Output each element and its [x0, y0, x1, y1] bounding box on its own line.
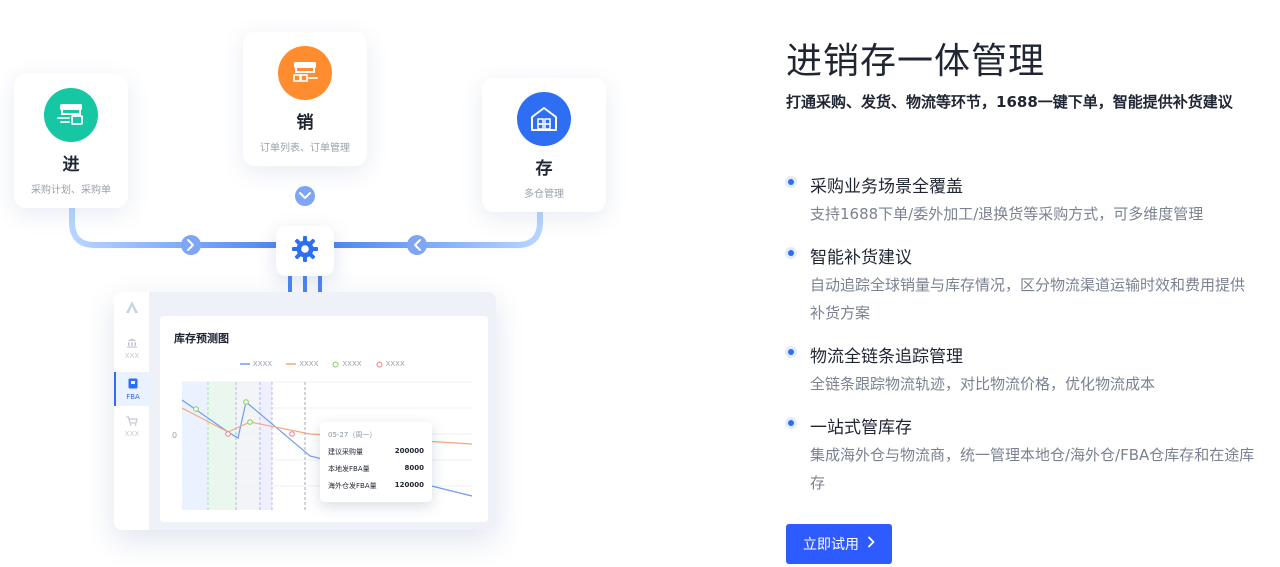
tooltip-label: 建议采购量 — [328, 448, 363, 456]
feature-title: 物流全链条追踪管理 — [810, 347, 963, 367]
card-title: 存 — [535, 159, 553, 179]
card-title: 销 — [296, 113, 314, 133]
feature-title: 采购业务场景全覆盖 — [810, 177, 963, 197]
fba-icon — [128, 378, 138, 391]
bank-icon — [126, 338, 138, 350]
tooltip-label: 海外仓发FBA量 — [328, 482, 377, 490]
bullet-dot — [788, 420, 794, 426]
dashboard-sidebar: XXX FBA XXX — [114, 292, 150, 530]
warehouse-icon — [517, 92, 571, 146]
sidebar-item-label: XXX — [124, 430, 140, 438]
dashboard-main: 0 库存预测图 XXXX XXXX XXXX — [150, 292, 496, 530]
sidebar-item-xxx-1[interactable]: XXX — [114, 338, 150, 360]
dashboard-preview: XXX FBA XXX — [114, 292, 496, 530]
feature-desc: 集成海外仓与物流商，统一管理本地仓/海外仓/FBA仓库存和在途库存 — [810, 446, 1255, 492]
legend-label: XXXX — [299, 360, 319, 368]
page-title: 进销存一体管理 — [786, 41, 1046, 82]
try-now-button[interactable]: 立即试用 — [786, 524, 892, 564]
arrow-node-right — [407, 235, 427, 255]
tooltip-value: 200000 — [394, 447, 424, 455]
tooltip-date: 05-27（周一） — [328, 431, 377, 439]
logo-icon — [114, 300, 150, 316]
flow-connectors — [69, 163, 543, 294]
tooltip-row: 海外仓发FBA量 120000 — [328, 481, 424, 491]
inventory-forecast-chart: 0 库存预测图 XXXX XXXX XXXX — [160, 316, 488, 522]
card-inventory: 存 多仓管理 — [482, 78, 606, 212]
arrow-node-down — [295, 186, 315, 206]
tooltip-value: 120000 — [394, 481, 424, 489]
tooltip-value: 8000 — [404, 464, 424, 472]
feature-desc: 全链条跟踪物流轨迹，对比物流价格，优化物流成本 — [810, 375, 1156, 393]
feature-desc: 自动追踪全球销量与库存情况，区分物流渠道运输时效和费用提供补货方案 — [810, 276, 1246, 322]
storefront-icon — [44, 88, 98, 142]
card-title: 进 — [62, 155, 80, 175]
chart-legend: XXXX XXXX XXXX XXXX — [240, 360, 405, 368]
sidebar-item-fba[interactable]: FBA — [114, 372, 150, 406]
feature-desc: 支持1688下单/委外加工/退换货等采购方式，可多维度管理 — [810, 205, 1204, 223]
legend-label: XXXX — [253, 360, 273, 368]
try-now-label: 立即试用 — [803, 537, 859, 553]
arrow-node-left — [181, 235, 201, 255]
feature-title: 智能补货建议 — [810, 248, 912, 268]
chart-tooltip: 05-27（周一） 建议采购量 200000 本地发FBA量 8000 海外仓发… — [320, 422, 432, 502]
y-tick-zero: 0 — [172, 431, 177, 440]
tooltip-label: 本地发FBA量 — [328, 465, 370, 473]
bullet-dot — [788, 179, 794, 185]
sidebar-item-xxx-2[interactable]: XXX — [114, 416, 150, 438]
legend-item: XXXX — [286, 360, 318, 368]
cart-icon — [126, 416, 138, 428]
feature-title: 一站式管库存 — [810, 418, 912, 438]
sidebar-item-label: FBA — [126, 393, 140, 401]
bullet-dot — [788, 349, 794, 355]
flow-illustration: 进 采购计划、采购单 销 订单列表、订单管理 存 — [14, 32, 606, 530]
card-sales: 销 订单列表、订单管理 — [243, 32, 367, 166]
tooltip-row: 建议采购量 200000 — [328, 447, 424, 457]
gear-icon — [291, 235, 319, 267]
card-purchase: 进 采购计划、采购单 — [14, 74, 128, 208]
chart-title: 库存预测图 — [174, 332, 229, 345]
bullet-dot — [788, 250, 794, 256]
card-subtitle: 订单列表、订单管理 — [260, 143, 350, 154]
card-subtitle: 多仓管理 — [524, 189, 564, 200]
legend-item: XXXX — [332, 360, 362, 368]
card-subtitle: 采购计划、采购单 — [31, 185, 111, 196]
delivery-truck-icon — [278, 46, 332, 100]
legend-label: XXXX — [385, 360, 405, 368]
legend-item: XXXX — [240, 360, 272, 368]
hub — [276, 226, 334, 276]
intro-text: 打通采购、发货、物流等环节，1688一键下单，智能提供补货建议 — [786, 93, 1233, 111]
sidebar-item-label: XXX — [124, 352, 140, 360]
chevron-right-icon — [867, 536, 875, 552]
tooltip-row: 本地发FBA量 8000 — [328, 464, 424, 474]
legend-item: XXXX — [376, 360, 405, 368]
legend-label: XXXX — [342, 360, 362, 368]
